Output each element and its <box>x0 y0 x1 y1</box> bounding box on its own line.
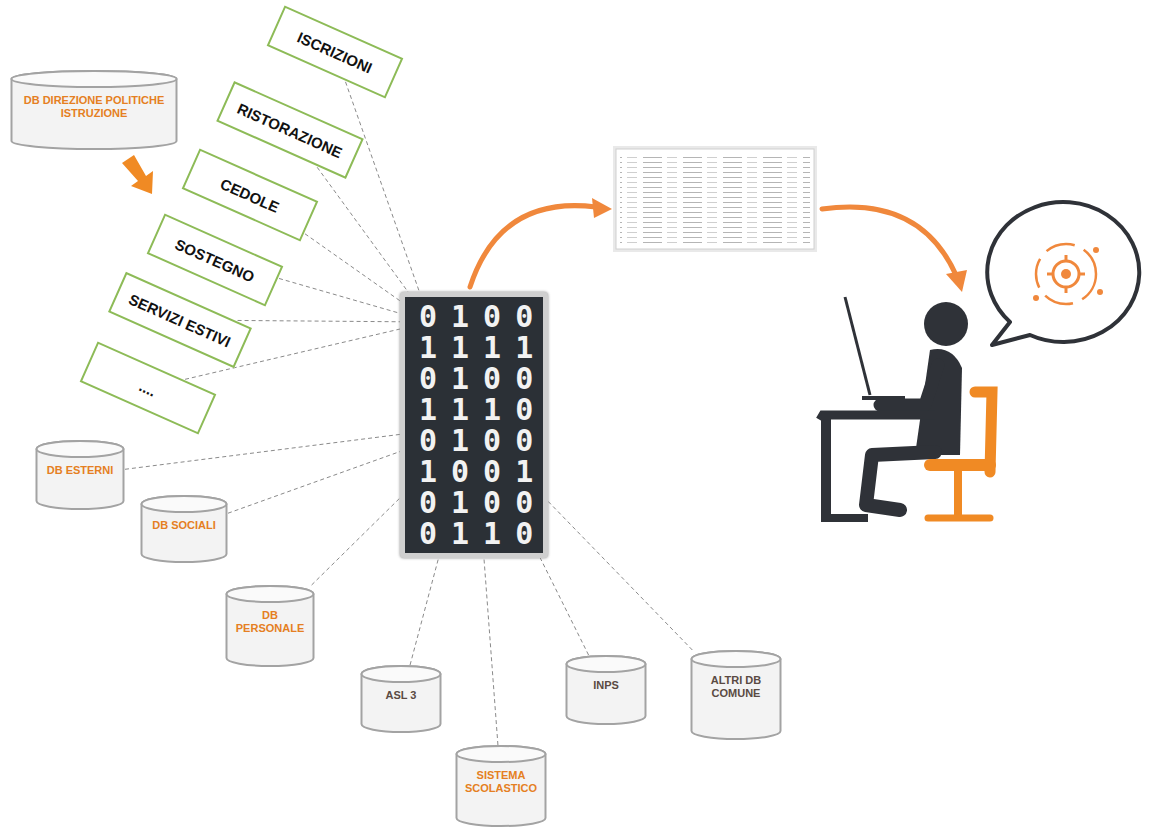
dashed-connector <box>238 320 400 321</box>
cylinder-body <box>362 666 441 732</box>
database-cylinder: DB SOCIALI <box>140 495 228 563</box>
cylinder-body <box>457 746 546 826</box>
cylinder-top <box>567 656 646 672</box>
database-label: INPS <box>571 679 641 692</box>
database-label: DB ESTERNI <box>41 464 119 477</box>
database-label: DB DIREZIONE POLITICHE ISTRUZIONE <box>16 94 172 120</box>
cylinder-body <box>567 656 646 724</box>
database-label: ALTRI DB COMUNE <box>696 674 776 700</box>
dashed-connector <box>346 82 420 292</box>
binary-digits: 1001 <box>419 456 543 487</box>
dashed-connector <box>548 501 692 650</box>
dashed-connector <box>305 234 400 301</box>
dashed-connector <box>279 278 400 313</box>
spreadsheet <box>613 146 817 252</box>
database-cylinder: ALTRI DB COMUNE <box>690 650 782 740</box>
dashed-connector <box>540 558 588 655</box>
service-label: SOSTEGNO <box>173 235 258 285</box>
cylinder-top <box>692 651 781 667</box>
flow-arrow <box>470 206 596 287</box>
cylinder-top <box>12 71 177 87</box>
database-label: DB PERSONALE <box>231 609 309 635</box>
dashed-connector <box>312 498 400 585</box>
cylinder-top <box>227 586 314 602</box>
flow-arrow <box>822 207 956 275</box>
cylinder-top <box>37 441 124 457</box>
service-label: ISCRIZIONI <box>295 28 375 76</box>
dashed-connector <box>317 167 408 292</box>
cylinder-top <box>457 746 546 762</box>
service-label: SERVIZI ESTIVI <box>126 290 233 350</box>
data-server: 01001111010011100100100101000110 <box>400 292 548 558</box>
cylinder-body <box>12 71 177 149</box>
service-box: .... <box>80 341 217 434</box>
cylinder-top <box>362 666 441 682</box>
database-label: DB SOCIALI <box>146 519 222 532</box>
orange-arrow <box>122 155 153 194</box>
service-label: RISTORAZIONE <box>235 99 345 161</box>
database-label: SISTEMA SCOLASTICO <box>461 769 541 795</box>
database-label: ASL 3 <box>366 689 436 702</box>
service-label: CEDOLE <box>218 175 282 216</box>
binary-digits: 1110 <box>419 394 543 425</box>
binary-digits: 0100 <box>419 363 543 394</box>
cylinder-body <box>142 496 227 562</box>
arrow-head <box>946 270 967 292</box>
dashed-connector <box>484 558 498 745</box>
database-cylinder: INPS <box>565 655 647 725</box>
binary-digits: 0110 <box>419 518 543 549</box>
arrow-head <box>592 198 612 218</box>
binary-digits: 0100 <box>419 487 543 518</box>
binary-digits: 0100 <box>419 301 543 332</box>
binary-digits: 0100 <box>419 425 543 456</box>
cylinder-top <box>142 496 227 512</box>
person-at-desk <box>820 297 992 522</box>
cylinder-body <box>227 586 314 666</box>
cylinder-body <box>37 441 124 509</box>
database-cylinder: DB ESTERNI <box>35 440 125 510</box>
database-cylinder: DB DIREZIONE POLITICHE ISTRUZIONE <box>10 70 178 150</box>
service-box: RISTORAZIONE <box>216 81 364 179</box>
service-box: CEDOLE <box>182 148 319 241</box>
cylinder-body <box>692 651 781 739</box>
dashed-connector <box>228 452 400 514</box>
dashed-connector <box>125 434 400 469</box>
database-cylinder: SISTEMA SCOLASTICO <box>455 745 547 827</box>
dashed-connector <box>410 558 439 665</box>
speech-bubble <box>987 202 1139 345</box>
service-label: .... <box>137 377 159 399</box>
service-box: ISCRIZIONI <box>267 5 404 98</box>
database-cylinder: ASL 3 <box>360 665 442 733</box>
database-cylinder: DB PERSONALE <box>225 585 315 667</box>
binary-digits: 1111 <box>419 332 543 363</box>
